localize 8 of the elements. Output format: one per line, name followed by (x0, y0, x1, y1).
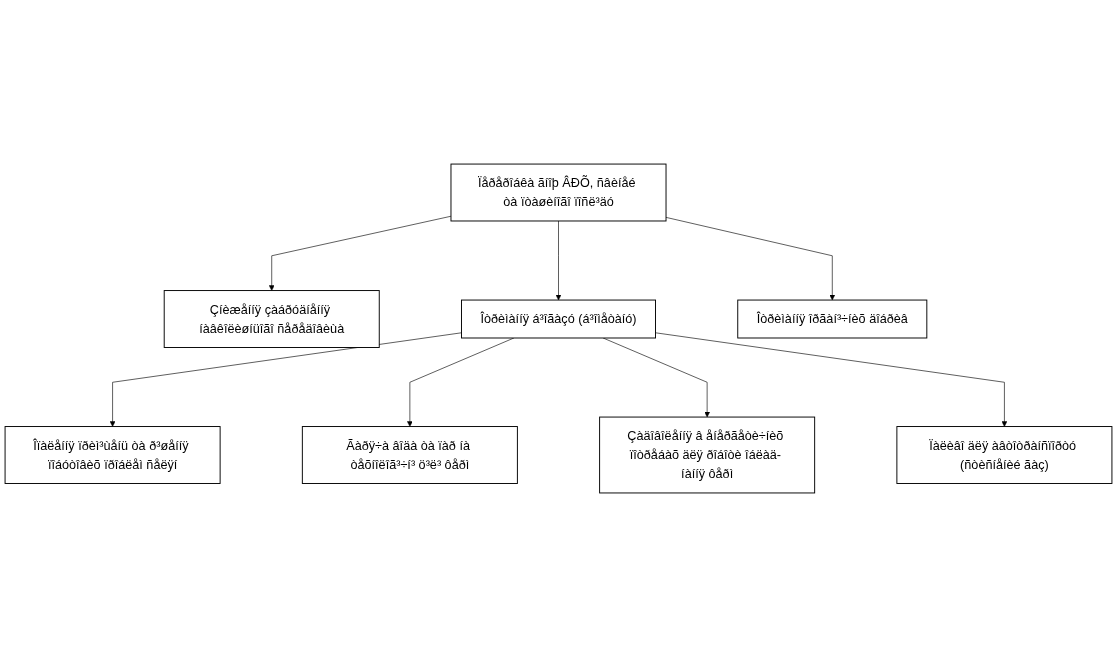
node-box: Ãàðÿ÷à âîäà òà ïàð íà òåõíîëîã³÷í³ ö³ë³ ôåðì (301, 426, 518, 484)
node-box: Îòðèìàííÿ îðãàí³÷íèõ äîáðèâ (737, 299, 928, 339)
node-box: Îïàëåííÿ ïðèì³ùåíü òà ð³øåííÿ ïîáóòîâèõ ïðîáëåì ñåëÿí (4, 426, 221, 484)
node-box: Çíèæåííÿ çàáðóäíåííÿ íàâêîëèøíüîãî ñåðåäîâèùà (163, 290, 380, 348)
node-box: Çàäîâîëåííÿ â åíåðãåòè÷íèõ ïîòðåáàõ äëÿ ðîáîòè îáëàä- íàííÿ ôåðì (599, 416, 816, 494)
node-box: Ïåðåðîáêà ãíîþ ÂÐÕ, ñâèíåé òà ïòàøèíîãî ïîñë³äó (450, 163, 667, 222)
node-box: Ïàëèâî äëÿ àâòîòðàíñïîðòó (ñòèñíåíèé ãàç) (896, 426, 1113, 484)
node-box: Îòðèìàííÿ á³îãàçó (á³îìåòàíó) (461, 299, 656, 339)
